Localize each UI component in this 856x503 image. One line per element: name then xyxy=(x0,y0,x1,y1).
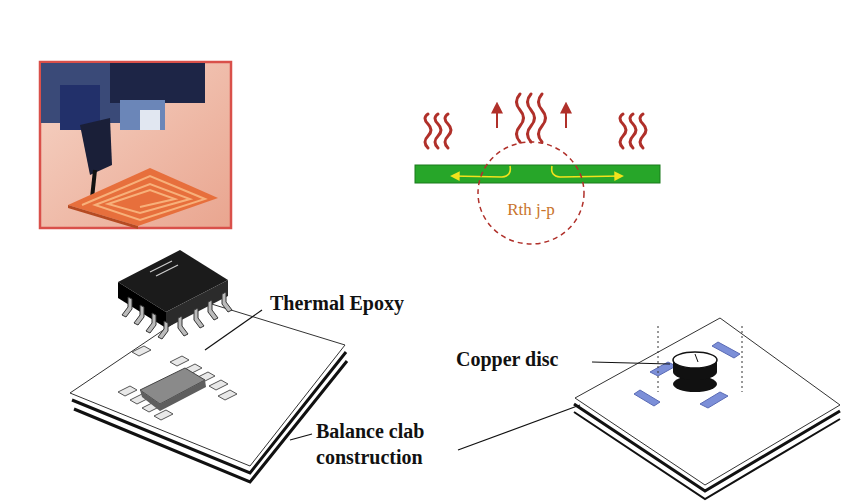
disc-board xyxy=(574,318,840,499)
leader-lines xyxy=(205,310,670,450)
heat-sketch xyxy=(415,94,660,183)
chip-board xyxy=(70,250,347,482)
dispenser-photo xyxy=(40,62,231,229)
part-label: Thermal Epoxy xyxy=(270,290,440,316)
resistance-symbol: Rth j-p xyxy=(507,200,555,220)
thermal-resistance-circle: Rth j-p xyxy=(476,140,586,246)
dashed-circle xyxy=(476,140,586,246)
part-label: Balance clab construction xyxy=(316,418,456,470)
part-label: Copper disc xyxy=(456,346,596,372)
